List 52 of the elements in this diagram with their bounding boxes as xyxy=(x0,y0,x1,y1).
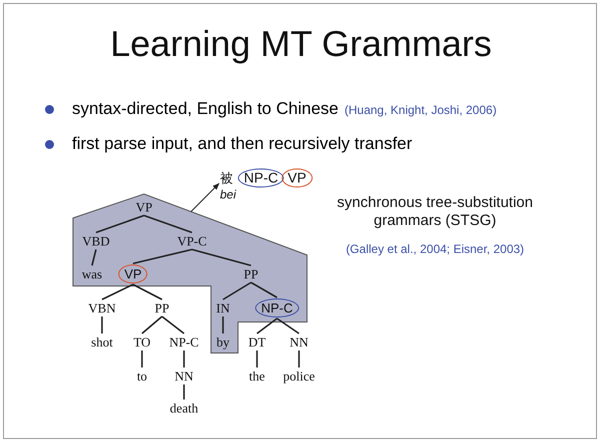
tree-branch xyxy=(222,282,252,300)
chinese-character: 被 xyxy=(220,172,234,188)
tree-branch xyxy=(276,318,300,334)
tree-branch xyxy=(102,284,134,300)
word-label: police xyxy=(283,368,315,384)
tree-node-label: VBD xyxy=(82,234,110,248)
arrow xyxy=(190,183,220,212)
romanization-text: bei xyxy=(220,188,236,202)
tree-node-label: VP-C xyxy=(177,234,207,248)
tree-branch xyxy=(192,248,252,266)
citation-text: (Galley et al., 2004; Eisner, 2003) xyxy=(344,241,526,258)
circled-label: NP-C xyxy=(255,298,299,318)
tree-branch xyxy=(183,350,185,368)
tree-branch xyxy=(132,284,162,300)
tree-node-label: TO xyxy=(133,334,151,350)
circled-label: VP xyxy=(118,264,148,284)
tree-branch xyxy=(256,350,258,368)
tree-branch xyxy=(256,318,278,334)
tree-branch xyxy=(144,214,192,234)
word-label: the xyxy=(249,368,265,384)
citation-text: (Huang, Knight, Joshi, 2006) xyxy=(344,103,497,117)
circled-label: NP-C xyxy=(238,168,284,188)
tree-branch xyxy=(141,316,163,334)
word-label: shot xyxy=(91,334,113,350)
word-label: death xyxy=(170,400,198,416)
tree-branch xyxy=(141,350,143,368)
tree-branch xyxy=(132,248,192,264)
tree-branch xyxy=(298,350,300,368)
tree-node-label: VBN xyxy=(88,300,116,316)
bullet-text: first parse input, and then recursively transfer xyxy=(72,134,412,153)
word-label: was xyxy=(82,266,102,282)
tree-node-label: VP xyxy=(136,200,152,214)
circled-label: VP xyxy=(282,168,312,188)
tree-branch xyxy=(91,249,97,266)
tree-branch xyxy=(162,316,184,334)
tree-node-label: DT xyxy=(248,334,266,350)
tree-node-label: PP xyxy=(154,300,170,316)
tree-branch xyxy=(101,316,103,334)
tree-branch xyxy=(183,384,185,400)
description-text: synchronous tree-substitution grammars (STSG) xyxy=(336,194,534,230)
tree-branch xyxy=(250,282,278,298)
tree-branch xyxy=(96,214,144,234)
tree-node-label: NN xyxy=(174,368,194,384)
bullet-text: syntax-directed, English to Chinese xyxy=(72,99,338,118)
slide-title: Learning MT Grammars xyxy=(109,22,493,66)
tree-branch xyxy=(222,316,224,334)
tree-node-label: NP-C xyxy=(169,334,199,350)
word-label: by xyxy=(216,334,230,350)
tree-node-label: IN xyxy=(216,300,230,316)
tree-node-label: PP xyxy=(244,266,258,282)
word-label: to xyxy=(136,368,148,384)
tree-node-label: NN xyxy=(290,334,308,350)
